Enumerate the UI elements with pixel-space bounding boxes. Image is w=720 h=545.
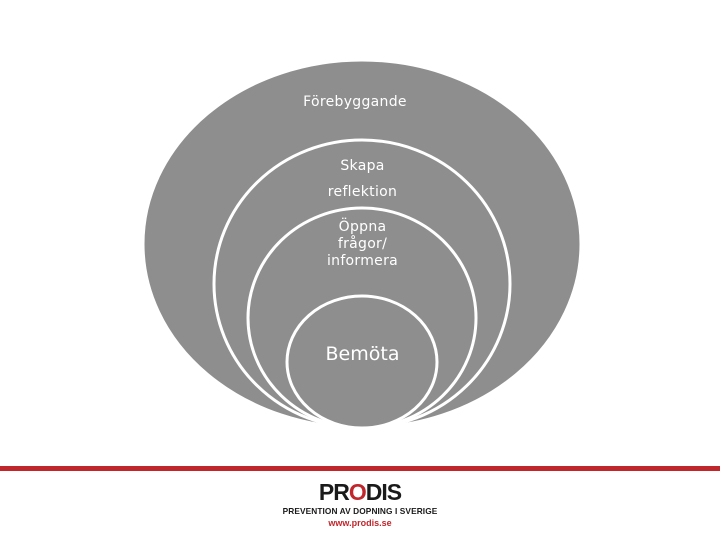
label-oppna-fragor-informera: Öppna frågor/ informera — [326, 219, 399, 269]
label-forebyggande: Förebyggande — [303, 94, 407, 110]
logo-url: www.prodis.se — [328, 518, 392, 528]
label-bemota: Bemöta — [325, 343, 400, 365]
prodis-logo: PRODIS PREVENTION AV DOPNING I SVERIGE w… — [255, 480, 465, 528]
logo-tagline: PREVENTION AV DOPNING I SVERIGE — [282, 506, 438, 516]
label-skapa-reflektion: Skapa reflektion — [327, 158, 398, 200]
footer-divider — [0, 466, 720, 471]
logo-wordmark: PRODIS — [318, 479, 402, 505]
ellipse-bemota — [285, 294, 439, 430]
